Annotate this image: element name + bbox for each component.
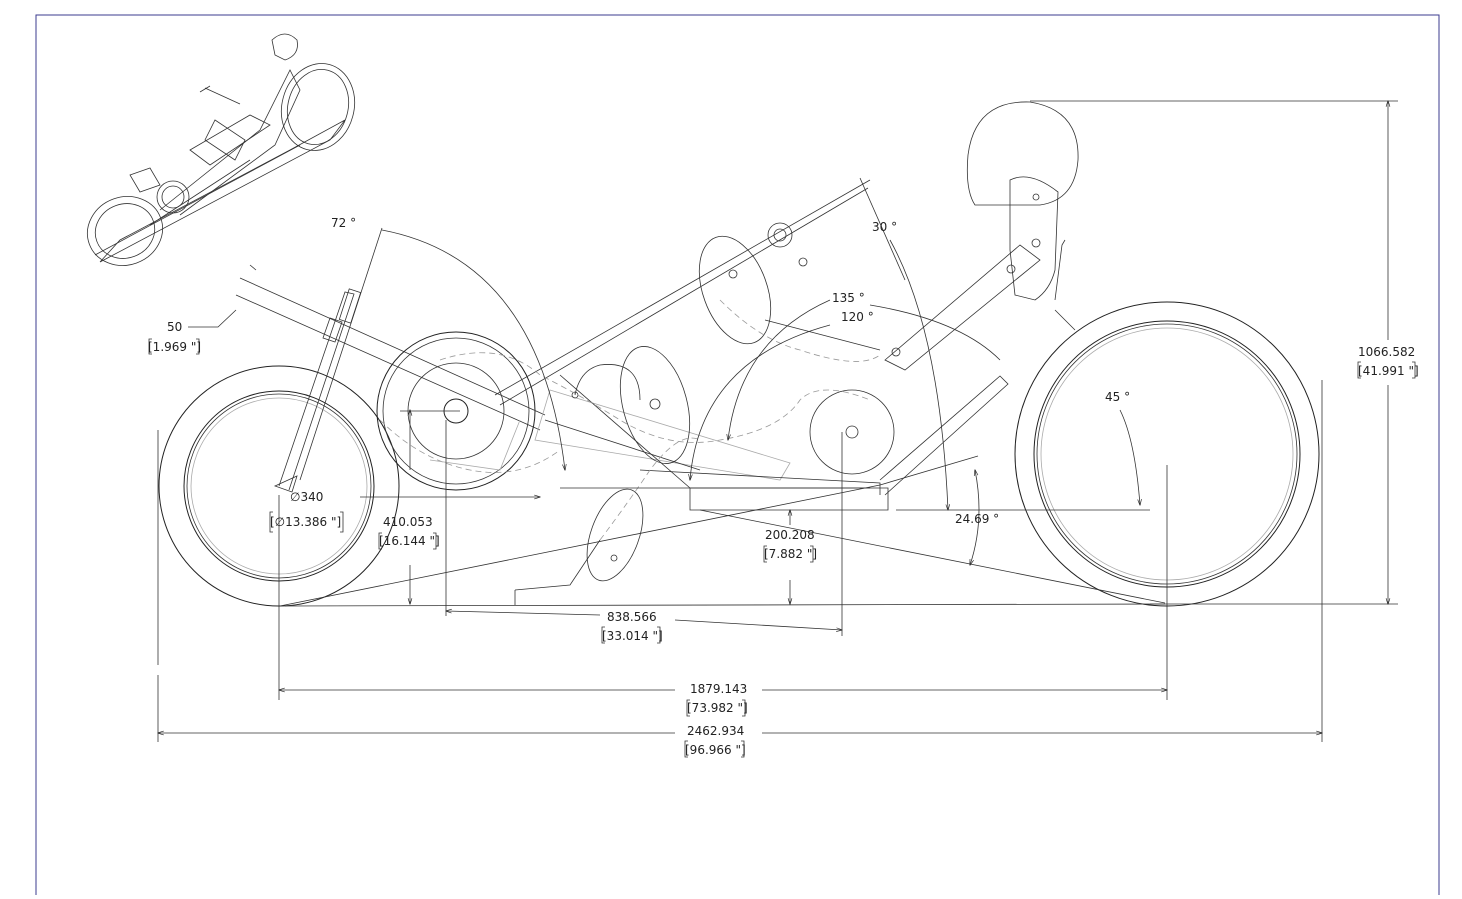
wheelbase-in: [73.982 "] [687,701,748,715]
isometric-view [87,33,355,266]
overall-length-in: [96.966 "] [685,743,746,757]
rider-outline [379,299,881,541]
overall-length-mm: 2462.934 [687,724,744,738]
crank-to-seat-mm: 838.566 [607,610,657,624]
inch-brackets [148,338,1416,758]
sheet-border [35,14,1440,899]
overall-height-in: [41.991 "] [1358,364,1419,378]
crank-height-mm: 410.053 [383,515,433,529]
wheelbase-mm: 1879.143 [690,682,747,696]
swing-arm [279,484,1166,607]
dimension-lines [158,101,1398,742]
seat-height-in: [7.882 "] [764,547,817,561]
angle-135-label: 135 ° [832,291,865,305]
linkage [514,222,895,605]
wheel-diameter-in: [∅13.386 "] [270,515,341,529]
seat [884,101,1079,371]
fork-offset-mm: 50 [167,320,182,334]
overall-height-mm: 1066.582 [1358,345,1415,359]
angle-45-label: 45 ° [1105,390,1130,404]
crank-height-in: [16.144 "] [379,534,440,548]
angle-30-label: 30 ° [872,220,897,234]
seat-height-mm: 200.208 [765,528,815,542]
angle-120-label: 120 ° [841,310,874,324]
bike-side-view [148,101,1416,758]
fork-offset-in: [1.969 "] [148,340,201,354]
angle-72-label: 72 ° [331,216,356,230]
wheel-diameter-mm: ∅340 [290,490,323,504]
fork [273,288,362,493]
crank-to-seat-in: [33.014 "] [602,629,663,643]
dimension-labels: 72 ° 30 ° 135 ° 120 ° 45 ° 24.69 ° 50 [1… [148,216,1419,757]
angle-24-69-label: 24.69 ° [955,512,999,526]
